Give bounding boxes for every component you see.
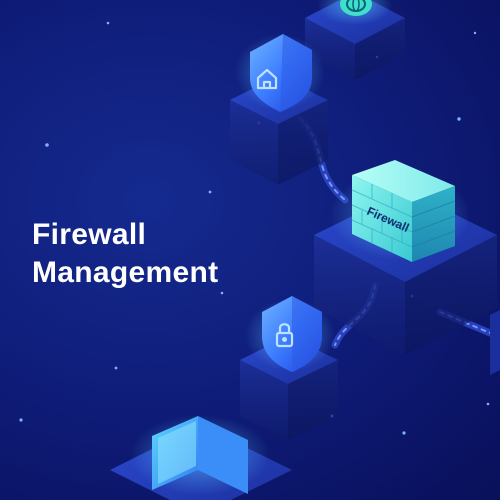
edge-node	[490, 310, 500, 375]
laptop-icon	[152, 416, 248, 494]
laptop-node	[110, 415, 292, 500]
globe-node	[305, 0, 405, 80]
title-line-2: Management	[32, 256, 219, 289]
home-shield-node	[230, 34, 328, 185]
home-icon	[256, 68, 278, 90]
page-title: Firewall Management	[32, 216, 218, 292]
lock-shield-node	[240, 296, 338, 440]
lock-icon	[275, 323, 294, 348]
firewall-icon: Firewall	[351, 160, 456, 262]
globe-icon	[340, 0, 372, 16]
title-line-1: Firewall	[32, 218, 147, 251]
firewall-node: Firewall	[314, 160, 497, 355]
